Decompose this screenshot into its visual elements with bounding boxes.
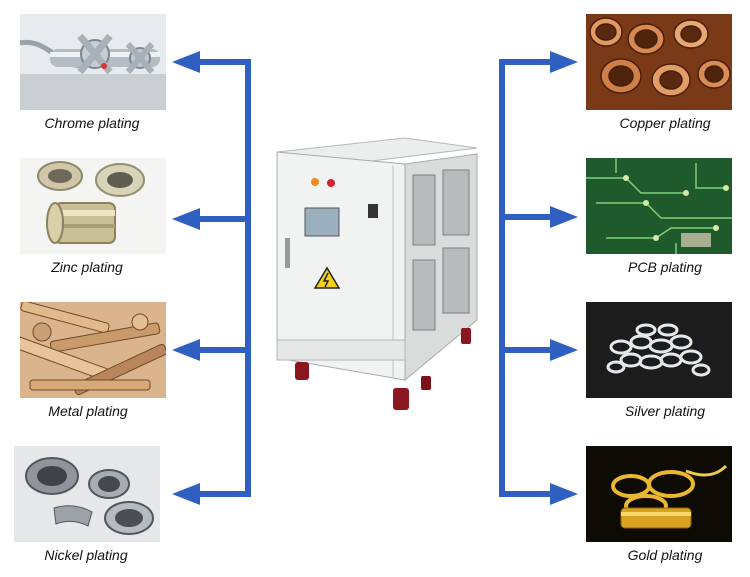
- control-display: [304, 207, 340, 237]
- gold-plating-image: [586, 446, 732, 542]
- circuit-board-icon: [586, 158, 732, 254]
- chrome-plating-label: Chrome plating: [44, 115, 140, 131]
- arrowhead-silver: [550, 339, 578, 361]
- pcb-plating-label: PCB plating: [628, 259, 702, 275]
- gold-plating-label: Gold plating: [627, 547, 703, 563]
- arrowhead-zinc: [172, 208, 200, 230]
- arrowhead-nickel: [172, 483, 200, 505]
- metal-plating-label: Metal plating: [48, 403, 128, 419]
- silver-plating-image: [586, 302, 732, 398]
- indicator-light-red: [327, 179, 335, 187]
- arrowhead-pcb: [550, 206, 578, 228]
- copper-plating-label: Copper plating: [619, 115, 711, 131]
- arrowhead-gold: [550, 483, 578, 505]
- metal-plating-image: [20, 302, 166, 398]
- zinc-plating-image: [20, 158, 166, 254]
- nickel-rings-icon: [14, 446, 160, 542]
- zinc-plating-label: Zinc plating: [51, 259, 123, 275]
- zinc-fitting-icon: [20, 158, 166, 254]
- silver-plating-label: Silver plating: [624, 403, 706, 419]
- caster-wheels: [295, 328, 471, 410]
- copper-plating-image: [586, 14, 732, 110]
- left-arrows: [172, 51, 251, 505]
- high-voltage-warning-icon: [313, 266, 341, 289]
- chrome-faucet-icon: [20, 14, 166, 110]
- arrowhead-metal: [172, 339, 200, 361]
- copper-pipes-icon: [586, 14, 732, 110]
- nickel-plating-label: Nickel plating: [44, 547, 128, 563]
- gold-jewelry-icon: [586, 446, 732, 542]
- nickel-plating-image: [14, 446, 160, 542]
- arrowhead-copper: [550, 51, 578, 73]
- right-arrows: [499, 51, 578, 505]
- indicator-light-orange: [311, 178, 319, 186]
- silver-rings-icon: [586, 302, 732, 398]
- rectifier-cabinet-icon: [276, 137, 478, 410]
- arrowhead-chrome: [172, 51, 200, 73]
- pcb-plating-image: [586, 158, 732, 254]
- chrome-plating-image: [20, 14, 166, 110]
- brass-bolts-icon: [20, 302, 166, 398]
